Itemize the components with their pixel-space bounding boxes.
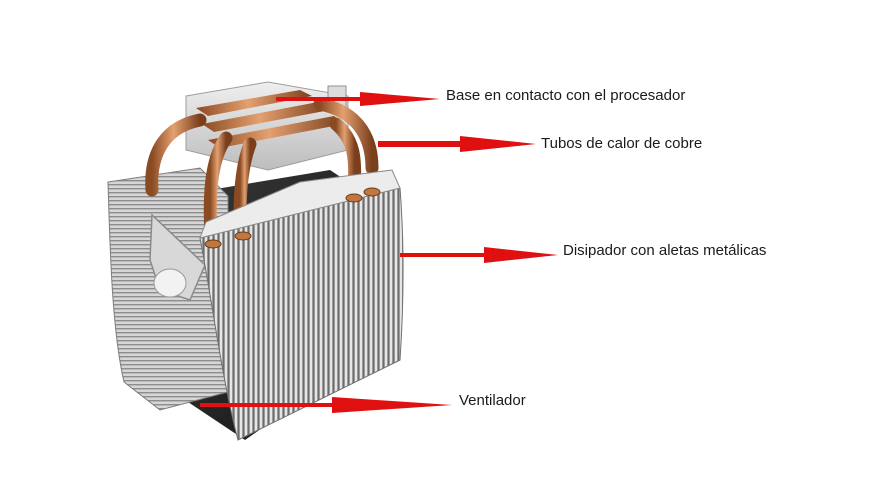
red-arrow-icon xyxy=(400,247,558,263)
label-heat-pipes: Tubos de calor de cobre xyxy=(541,135,703,152)
fan-hub xyxy=(153,268,187,298)
fin-top-edge xyxy=(199,169,401,239)
red-arrow-icon xyxy=(378,136,536,152)
red-arrow-icon xyxy=(200,397,452,413)
label-base: Base en contacto con el procesador xyxy=(446,87,686,104)
cpu-cooler-illustration xyxy=(107,81,404,441)
right-fin-stack xyxy=(199,187,404,441)
label-heatsink: Disipador con aletas metálicas xyxy=(563,242,767,259)
label-fan: Ventilador xyxy=(459,392,526,409)
heat-pipe-ends xyxy=(204,187,381,249)
red-arrow-icon xyxy=(276,92,440,106)
callout-arrows xyxy=(200,92,558,413)
